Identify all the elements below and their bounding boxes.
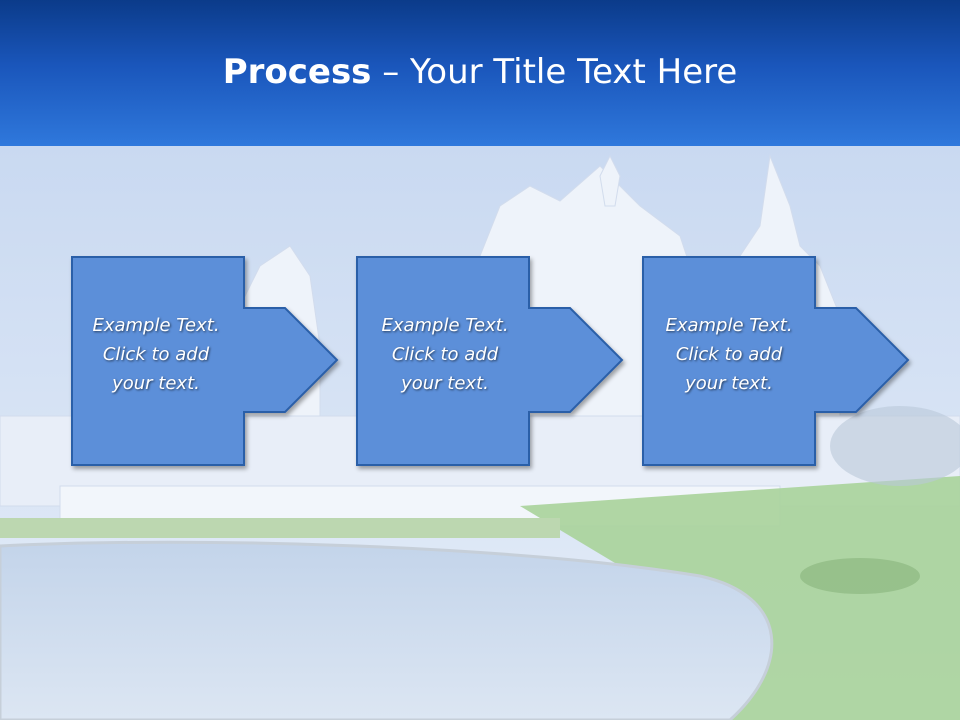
process-step-3-text[interactable]: Example Text. Click to add your text.	[644, 311, 814, 398]
step-1-line-2: Click to add	[102, 344, 210, 365]
step-3-line-1: Example Text.	[665, 315, 793, 336]
title-bold: Process	[222, 52, 372, 92]
slide-title[interactable]: Process – Your Title Text Here	[0, 52, 960, 92]
title-rest: – Your Title Text Here	[371, 52, 738, 92]
process-step-1-text[interactable]: Example Text. Click to add your text.	[71, 311, 241, 398]
process-step-1-shape[interactable]	[71, 256, 339, 466]
process-step-2-shape[interactable]	[356, 256, 624, 466]
process-step-2-text[interactable]: Example Text. Click to add your text.	[360, 311, 530, 398]
title-bar	[0, 0, 960, 146]
step-3-line-2: Click to add	[675, 344, 783, 365]
step-2-line-3: your text.	[401, 373, 489, 394]
process-step-3-shape[interactable]	[642, 256, 910, 466]
step-1-line-3: your text.	[112, 373, 200, 394]
step-3-line-3: your text.	[685, 373, 773, 394]
step-2-line-2: Click to add	[391, 344, 499, 365]
step-1-line-1: Example Text.	[92, 315, 220, 336]
step-2-line-1: Example Text.	[381, 315, 509, 336]
